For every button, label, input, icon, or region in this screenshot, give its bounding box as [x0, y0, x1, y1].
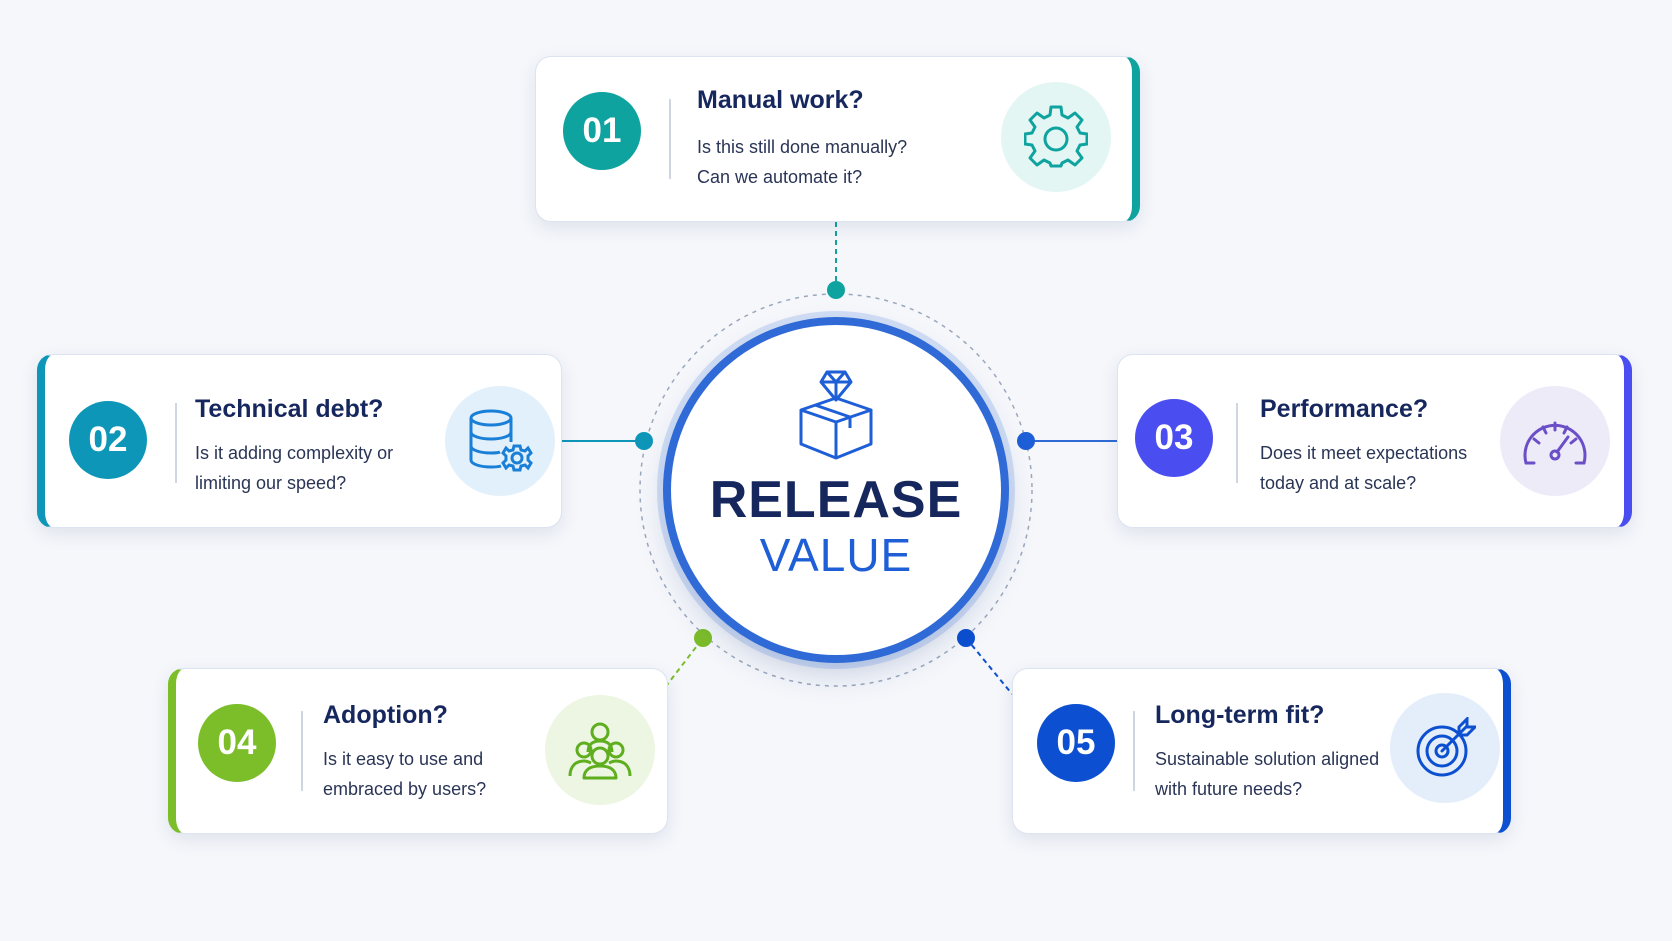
item-description-line: Is it adding complexity or — [195, 443, 394, 463]
hub-title: RELEASE — [709, 471, 963, 529]
item-icon-circle — [545, 695, 655, 805]
divider — [669, 99, 671, 179]
item-description-line: embraced by users? — [323, 779, 487, 799]
item-card-03: 03 Performance? Does it meet expectation… — [1117, 354, 1632, 528]
item-description-line: Can we automate it? — [697, 167, 863, 187]
item-description: Does it meet expectations today and at s… — [1260, 438, 1467, 498]
gift-box-diamond-icon — [799, 370, 873, 460]
item-number-badge: 01 — [563, 92, 641, 170]
item-title: Manual work? — [697, 86, 864, 114]
gear-icon — [1024, 105, 1088, 168]
item-description-line: with future needs? — [1155, 779, 1303, 799]
database-gear-icon — [469, 409, 533, 472]
connector-dot-04 — [694, 629, 712, 647]
item-description-line: Is this still done manually? — [697, 137, 908, 157]
item-icon-circle — [1390, 693, 1500, 803]
release-value-hub: RELEASE VALUE — [671, 325, 1001, 655]
item-description-line: Is it easy to use and — [323, 749, 484, 769]
item-title: Performance? — [1260, 395, 1429, 423]
item-icon-circle — [1500, 386, 1610, 496]
item-title: Adoption? — [323, 701, 448, 729]
item-description: Sustainable solution aligned with future… — [1155, 744, 1379, 804]
divider — [1133, 711, 1135, 791]
item-number-badge: 03 — [1135, 399, 1213, 477]
target-arrow-icon — [1416, 717, 1476, 777]
item-card-05: 05 Long-term fit? Sustainable solution a… — [1012, 668, 1511, 834]
divider — [301, 711, 303, 791]
item-icon-circle — [1001, 82, 1111, 192]
connector-dot-05 — [957, 629, 975, 647]
hub-subtitle: VALUE — [759, 529, 913, 581]
item-description-line: limiting our speed? — [195, 473, 347, 493]
divider — [175, 403, 177, 483]
connector-dot-03 — [1017, 432, 1035, 450]
orbit-ring — [639, 293, 1033, 687]
item-card-02: 02 Technical debt? Is it adding complexi… — [37, 354, 562, 528]
item-title: Technical debt? — [195, 395, 384, 423]
item-description-line: Sustainable solution aligned — [1155, 749, 1380, 769]
item-number-badge: 05 — [1037, 704, 1115, 782]
connector-dot-02 — [635, 432, 653, 450]
item-title: Long-term fit? — [1155, 701, 1325, 729]
item-description: Is it adding complexity or limiting our … — [195, 438, 393, 498]
item-card-01: 01 Manual work? Is this still done manua… — [535, 56, 1140, 222]
connector-05 — [965, 637, 1013, 695]
item-description: Is this still done manually? Can we auto… — [697, 132, 907, 192]
item-description-line: Does it meet expectations — [1260, 443, 1468, 463]
item-number-badge: 04 — [198, 704, 276, 782]
users-group-icon — [568, 722, 632, 780]
item-number-badge: 02 — [69, 401, 147, 479]
speedometer-icon — [1523, 421, 1587, 465]
item-description-line: today and at scale? — [1260, 473, 1417, 493]
divider — [1236, 403, 1238, 483]
item-card-04: 04 Adoption? Is it easy to use and embra… — [168, 668, 668, 834]
item-icon-circle — [445, 386, 555, 496]
item-description: Is it easy to use and embraced by users? — [323, 744, 486, 804]
connector-dot-01 — [827, 281, 845, 299]
